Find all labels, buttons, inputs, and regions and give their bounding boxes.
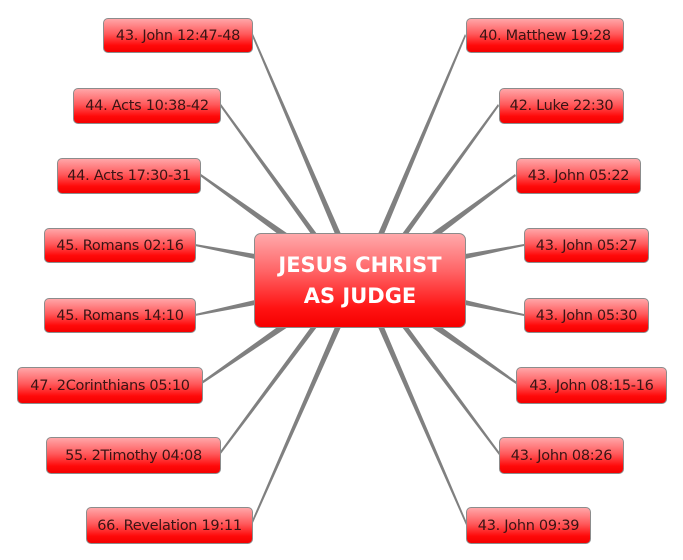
branch-node-john-05-27[interactable]: 43. John 05:27 (524, 228, 649, 263)
branch-label: 43. John 05:22 (527, 168, 630, 184)
branch-node-luke-22-30[interactable]: 42. Luke 22:30 (499, 88, 624, 124)
connector-john-09-39 (378, 327, 467, 525)
branch-node-john-05-30[interactable]: 43. John 05:30 (524, 298, 649, 333)
branch-node-acts-17-30-31[interactable]: 44. Acts 17:30-31 (57, 158, 201, 194)
connector-2tim-04-08 (219, 327, 317, 455)
branch-label: 43. John 05:27 (535, 237, 638, 254)
branch-node-john-08-15-16[interactable]: 43. John 08:15-16 (516, 367, 667, 404)
connector-acts-17-30 (200, 174, 294, 243)
connector-luke-22-30 (402, 104, 499, 234)
connector-john-08-26 (402, 327, 500, 455)
branch-label: 66. Revelation 19:11 (97, 517, 242, 534)
connector-romans-02-16 (195, 244, 255, 259)
branch-node-john-09-39[interactable]: 43. John 09:39 (466, 507, 591, 544)
connector-john-08-15 (425, 318, 517, 384)
connector-john-05-30 (465, 300, 524, 316)
branch-node-revelation-19-11[interactable]: 66. Revelation 19:11 (86, 507, 253, 544)
connector-acts-10-38 (220, 104, 317, 234)
branch-label: 47. 2Corinthians 05:10 (30, 377, 190, 394)
branch-node-matthew-19-28[interactable]: 40. Matthew 19:28 (466, 18, 624, 53)
branch-label: 44. Acts 10:38-42 (85, 98, 209, 114)
branch-label: 45. Romans 02:16 (56, 237, 184, 254)
branch-label: 55. 2Timothy 04:08 (65, 447, 202, 464)
central-topic-line1: JESUS CHRIST (278, 252, 442, 277)
branch-label: 43. John 09:39 (477, 517, 580, 534)
branch-label: 43. John 08:15-16 (529, 377, 654, 394)
connector-rev-19-11 (251, 327, 341, 525)
branch-label: 45. Romans 14:10 (56, 307, 184, 324)
branch-node-john-05-22[interactable]: 43. John 05:22 (516, 158, 641, 194)
branch-node-romans-14-10[interactable]: 45. Romans 14:10 (44, 298, 196, 333)
branch-label: 43. John 12:47-48 (115, 27, 241, 44)
connector-john-05-27 (465, 244, 524, 259)
connector-john-05-22 (425, 174, 516, 243)
branch-label: 42. Luke 22:30 (509, 98, 614, 114)
connector-matt-19-28 (378, 34, 466, 234)
connector-romans-14-10 (195, 300, 255, 316)
branch-label: 44. Acts 17:30-31 (67, 168, 191, 184)
central-topic-line2: AS JUDGE (303, 283, 417, 308)
branch-label: 40. Matthew 19:28 (479, 27, 611, 44)
branch-node-2timothy-04-08[interactable]: 55. 2Timothy 04:08 (46, 437, 221, 474)
branch-node-2corinthians-05-10[interactable]: 47. 2Corinthians 05:10 (17, 367, 203, 404)
branch-label: 43. John 08:26 (510, 447, 613, 464)
connector-2cor-05-10 (201, 318, 294, 384)
branch-node-john-08-26[interactable]: 43. John 08:26 (499, 437, 624, 474)
branch-label: 43. John 05:30 (535, 307, 638, 324)
branch-node-acts-10-38-42[interactable]: 44. Acts 10:38-42 (73, 88, 221, 124)
connector-john-12-47 (252, 34, 341, 234)
central-topic-node[interactable]: JESUS CHRIST AS JUDGE (254, 233, 466, 328)
branch-node-romans-02-16[interactable]: 45. Romans 02:16 (44, 228, 196, 263)
branch-node-john-12-47-48[interactable]: 43. John 12:47-48 (103, 18, 253, 53)
